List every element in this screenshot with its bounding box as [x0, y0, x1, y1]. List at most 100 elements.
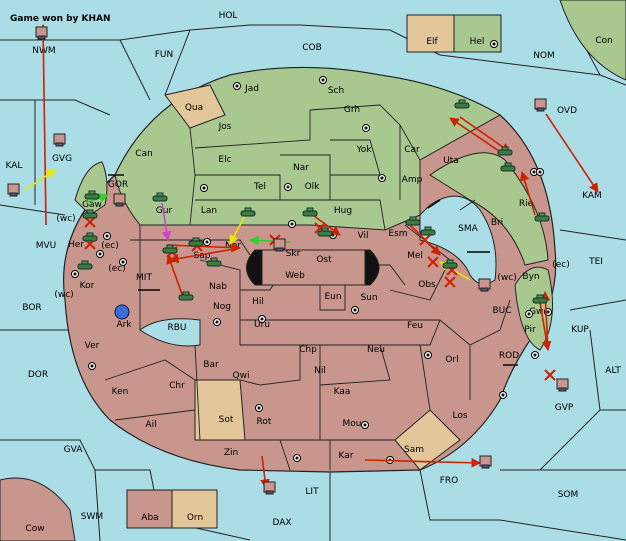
land-label[interactable]: Kaa [334, 387, 351, 397]
tank-icon[interactable] [534, 212, 550, 222]
sea-label: ALT [605, 366, 621, 376]
fleet-icon[interactable] [114, 304, 130, 320]
land-label[interactable]: Hug [334, 206, 352, 216]
land-label[interactable]: Elc [218, 155, 231, 165]
land-label[interactable]: Rot [257, 417, 272, 427]
land-label[interactable]: Hel [470, 37, 485, 47]
tank-icon[interactable] [442, 259, 458, 269]
land-label[interactable]: Kar [339, 451, 354, 461]
land-label[interactable]: Can [135, 149, 153, 159]
sea-label: KAL [6, 161, 23, 171]
land-label[interactable]: Gur [156, 206, 173, 216]
land-label[interactable]: Sam [404, 445, 424, 455]
land-label[interactable]: Nar [293, 163, 309, 173]
supply-center-dot [353, 308, 357, 312]
land-label[interactable]: Sot [219, 415, 234, 425]
land-label[interactable]: Ver [85, 341, 100, 351]
land-label[interactable]: Feu [407, 321, 423, 331]
land-label[interactable]: Esm [388, 229, 407, 239]
land-label[interactable]: Ken [112, 387, 129, 397]
tank-icon[interactable] [420, 226, 436, 236]
tank-icon[interactable] [152, 192, 168, 202]
land-label[interactable]: Los [452, 411, 467, 421]
land-label[interactable]: Obs [418, 280, 436, 290]
land-label[interactable]: Orn [187, 513, 203, 523]
land-label[interactable]: Her [68, 240, 84, 250]
land-label[interactable]: Hil [252, 297, 264, 307]
land-label[interactable]: Zin [224, 448, 238, 458]
land-label[interactable]: Skr [286, 249, 301, 259]
tank-icon[interactable] [77, 260, 93, 270]
land-label[interactable]: Eun [324, 292, 341, 302]
flag-icon [263, 481, 276, 495]
land-label[interactable]: Yok [355, 145, 372, 155]
land-label[interactable]: Mel [407, 251, 423, 261]
land-label[interactable]: Olk [305, 182, 321, 192]
land-label[interactable]: Qua [185, 103, 203, 113]
island-cow [0, 477, 76, 541]
tank-icon[interactable] [240, 207, 256, 217]
sea-label: KUP [571, 325, 589, 335]
land-label[interactable]: Ail [145, 420, 156, 430]
land-label[interactable]: Bar [203, 360, 219, 370]
tank-icon[interactable] [82, 232, 98, 242]
sea-label: FUN [155, 50, 174, 60]
land-label[interactable]: Gwe [529, 307, 549, 317]
tank-icon[interactable] [178, 291, 194, 301]
land-label[interactable]: Bri [491, 218, 503, 228]
land-label[interactable]: Tel [253, 182, 266, 192]
land-label[interactable]: Nil [314, 366, 326, 376]
tank-icon[interactable] [497, 146, 513, 156]
tank-icon[interactable] [302, 207, 318, 217]
tank-icon[interactable] [532, 294, 548, 304]
supply-center-dot [532, 170, 536, 174]
tank-icon[interactable] [454, 99, 470, 109]
land-label[interactable]: Chp [299, 345, 317, 355]
land-label[interactable]: Rie [519, 199, 534, 209]
land-label[interactable]: Uta [443, 156, 459, 166]
inner-sea-rbu [139, 318, 201, 347]
land-label[interactable]: Sun [360, 293, 377, 303]
land-label[interactable]: Qwi [233, 371, 250, 381]
land-label[interactable]: Byn [522, 272, 539, 282]
order-arrow [519, 171, 536, 216]
flag-icon [534, 98, 547, 112]
tank-icon[interactable] [162, 244, 178, 254]
land-label[interactable]: Amp [402, 175, 423, 185]
land-label[interactable]: Grh [344, 105, 360, 115]
land-label[interactable]: Car [404, 145, 420, 155]
flag-icon [35, 26, 48, 40]
supply-center-dot [73, 272, 77, 276]
land-label[interactable]: Jos [218, 122, 232, 132]
land-label[interactable]: Aba [141, 513, 158, 523]
tank-icon[interactable] [84, 190, 100, 200]
land-label[interactable]: Ost [316, 255, 332, 265]
tank-icon[interactable] [82, 209, 98, 219]
land-label[interactable]: Ark [116, 320, 132, 330]
flag-icon [556, 378, 569, 392]
land-label[interactable]: Sch [328, 86, 344, 96]
land-label[interactable]: Pir [524, 325, 536, 335]
land-label[interactable]: Neu [367, 345, 385, 355]
land-label[interactable]: Chr [169, 381, 185, 391]
land-label[interactable]: Kor [80, 281, 95, 291]
land-label[interactable]: Sap [194, 251, 211, 261]
land-label[interactable]: Gaw [82, 200, 102, 210]
land-label[interactable]: Mou [343, 419, 362, 429]
tank-icon[interactable] [188, 237, 204, 247]
land-label[interactable]: Web [285, 271, 305, 281]
tank-icon[interactable] [317, 227, 333, 237]
land-label[interactable]: Orl [445, 355, 458, 365]
land-label[interactable]: Elf [426, 37, 438, 47]
tank-icon[interactable] [206, 257, 222, 267]
island-orn [171, 489, 218, 529]
land-label[interactable]: Uru [254, 320, 270, 330]
land-label[interactable]: Vil [358, 231, 369, 241]
tank-icon[interactable] [405, 216, 421, 226]
supply-center-dot [202, 186, 206, 190]
tank-icon[interactable] [500, 162, 516, 172]
land-label[interactable]: Lan [201, 206, 217, 216]
land-label[interactable]: Nog [213, 302, 231, 312]
land-label[interactable]: Jad [244, 84, 259, 94]
land-label[interactable]: Nab [209, 282, 227, 292]
